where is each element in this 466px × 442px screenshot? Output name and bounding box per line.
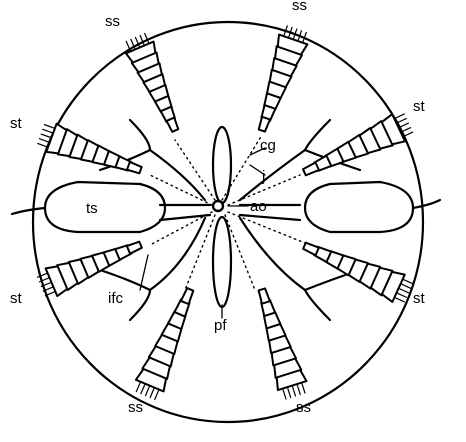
label-j: j [261, 168, 265, 185]
central-aperture [211, 199, 225, 213]
spine-bristle [38, 138, 51, 144]
spine-bristle [292, 28, 298, 41]
spine-bristle [40, 133, 53, 139]
label-pf: pf [214, 317, 227, 334]
label-st-upper-right: st [413, 98, 426, 115]
spine-bristle [40, 281, 53, 288]
spine-segment [302, 241, 320, 257]
spine-bristle [395, 292, 408, 299]
left-sac [10, 180, 167, 234]
spine-bristle [140, 382, 146, 395]
spine-bristle [399, 282, 412, 289]
label-ss-bottom-right: ss [296, 399, 311, 416]
label-ao: ao [250, 198, 267, 215]
segmented-spines [36, 25, 414, 401]
spine-segment [179, 287, 195, 306]
spine-upper-right [302, 113, 414, 177]
spine-bristle [401, 278, 414, 285]
spine-top-right [257, 25, 309, 133]
spine-bristle [42, 286, 55, 292]
spine-bristle [301, 31, 307, 44]
spine-segment [125, 240, 143, 255]
label-ifc: ifc [108, 290, 124, 307]
spine-bristle [144, 384, 151, 397]
spine-bristle [393, 296, 406, 303]
spine-bristle [281, 387, 287, 400]
spine-bristle [43, 123, 56, 130]
spine-bristle [42, 128, 54, 134]
body-outline [31, 20, 425, 424]
spine-bristle [402, 131, 414, 138]
label-st-lower-left: st [10, 290, 23, 307]
spine-bristle [37, 142, 49, 148]
spine-lower-right [302, 241, 414, 303]
dotted-radial-lines [149, 134, 311, 291]
spine-bottom-left [134, 287, 195, 401]
spine-bristle [38, 276, 51, 283]
spine-segment [165, 116, 180, 133]
label-ts: ts [86, 200, 98, 217]
spine-bristle [282, 25, 289, 37]
spine-segment [257, 287, 271, 305]
spine-bristle [397, 287, 410, 294]
spine-bristle [143, 32, 150, 45]
label-ss-bottom-left: ss [128, 399, 143, 416]
spine-bristle [297, 30, 303, 42]
spine-segment [302, 161, 320, 177]
spine-bristle [130, 38, 136, 51]
right-sac [303, 180, 442, 234]
spine-lower-left [36, 240, 143, 298]
spine-upper-left [37, 122, 143, 175]
upper-petal [211, 125, 233, 205]
spine-bristle [300, 381, 306, 394]
spine-bristle [296, 383, 301, 396]
spine-bristle [395, 117, 407, 125]
label-ss-top-left: ss [105, 13, 120, 30]
spine-top-left [125, 32, 180, 133]
spine-bristle [397, 122, 410, 129]
spine-bristle [135, 380, 142, 393]
spine-bristle [287, 26, 293, 39]
spine-bottom-right [257, 287, 308, 400]
spine-bristle [399, 126, 412, 134]
spine-bristle [139, 34, 146, 47]
spine-bristle [393, 113, 405, 120]
label-ss-top-right: ss [292, 0, 307, 14]
lower-petal [211, 215, 233, 309]
spine-bristle [36, 272, 49, 278]
spine-bristle [291, 384, 297, 397]
spine-bristle [44, 290, 57, 297]
spine-segment [257, 115, 271, 133]
leader-lines [139, 147, 266, 319]
spine-bristle [125, 40, 132, 53]
spine-segment [126, 160, 143, 175]
label-st-lower-right: st [413, 290, 426, 307]
spine-bristle [286, 386, 292, 399]
spine-bristle [149, 386, 156, 399]
label-cg: cg [260, 137, 276, 154]
label-st-upper-left: st [10, 115, 23, 132]
spine-bristle [134, 36, 141, 49]
spine-bristle [154, 388, 160, 401]
